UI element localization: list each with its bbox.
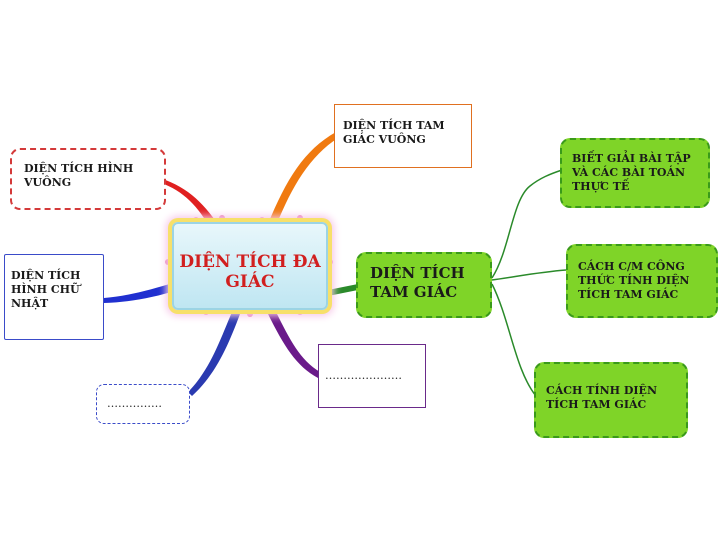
link-cach-tinh xyxy=(491,283,537,397)
node-bai-tap-label: BIẾT GIẢI BÀI TẬP VÀ CÁC BÀI TOÁN THỰC T… xyxy=(572,152,691,193)
node-hinh-vuong-label: DIỆN TÍCH HÌNH VUÔNG xyxy=(24,162,134,189)
node-tam-giac-vuong[interactable]: DIỆN TÍCH TAM GIÁC VUÔNG xyxy=(334,104,472,168)
node-tam-giac-label: DIỆN TÍCH TAM GIÁC xyxy=(370,264,465,301)
node-cach-tinh-label: CÁCH TÍNH DIỆN TÍCH TAM GIÁC xyxy=(546,384,657,411)
center-node[interactable]: DIỆN TÍCH ĐA GIÁC xyxy=(172,222,328,310)
node-chung-minh[interactable]: CÁCH C/M CÔNG THỨC TÍNH DIỆN TÍCH TAM GI… xyxy=(566,244,718,318)
link-hinh-vuong xyxy=(160,178,222,234)
node-placeholder-bottom-label: ………………… xyxy=(325,369,402,382)
link-hinh-chu-nhat xyxy=(104,282,178,303)
link-placeholder-bottom xyxy=(268,312,320,378)
link-chung-minh xyxy=(491,269,567,281)
node-placeholder-left[interactable]: …………… xyxy=(96,384,190,424)
link-placeholder-left xyxy=(188,312,240,396)
node-cach-tinh[interactable]: CÁCH TÍNH DIỆN TÍCH TAM GIÁC xyxy=(534,362,688,438)
link-tam-giac xyxy=(328,284,358,296)
node-tam-giac-vuong-label: DIỆN TÍCH TAM GIÁC VUÔNG xyxy=(343,119,445,146)
node-hinh-chu-nhat[interactable]: DIỆN TÍCH HÌNH CHỮ NHẬT xyxy=(4,254,104,340)
node-placeholder-bottom[interactable]: ………………… xyxy=(318,344,426,408)
link-bai-tap xyxy=(491,169,563,279)
node-tam-giac[interactable]: DIỆN TÍCH TAM GIÁC xyxy=(356,252,492,318)
center-title: DIỆN TÍCH ĐA GIÁC xyxy=(179,252,321,292)
link-tam-giac-vuong xyxy=(268,132,338,226)
node-hinh-vuong[interactable]: DIỆN TÍCH HÌNH VUÔNG xyxy=(10,148,166,210)
music-notes-decoration xyxy=(165,215,333,317)
node-hinh-chu-nhat-label: DIỆN TÍCH HÌNH CHỮ NHẬT xyxy=(11,269,81,310)
node-bai-tap[interactable]: BIẾT GIẢI BÀI TẬP VÀ CÁC BÀI TOÁN THỰC T… xyxy=(560,138,710,208)
node-placeholder-left-label: …………… xyxy=(107,397,162,410)
node-chung-minh-label: CÁCH C/M CÔNG THỨC TÍNH DIỆN TÍCH TAM GI… xyxy=(578,260,690,301)
